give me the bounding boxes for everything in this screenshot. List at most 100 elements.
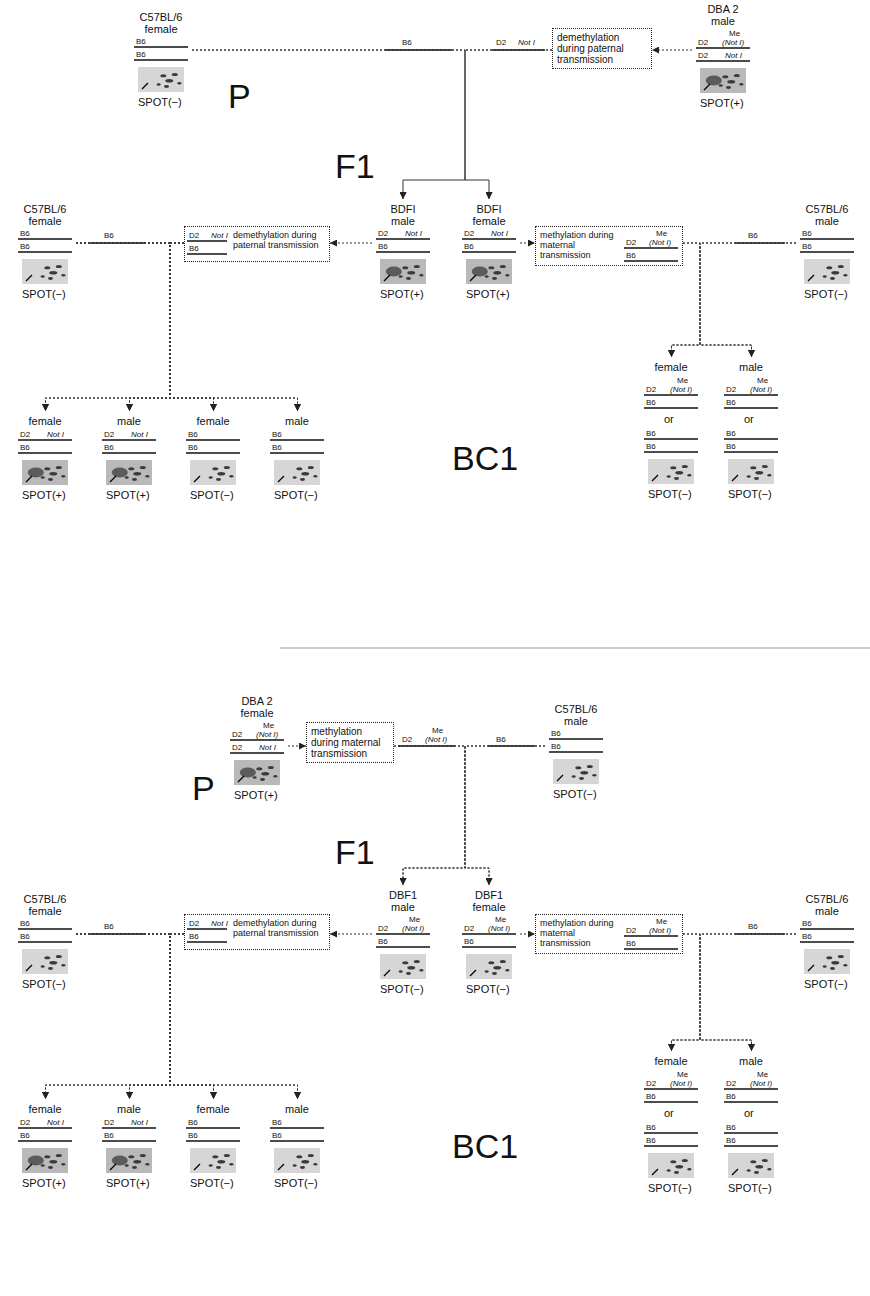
chromosome-line: [186, 439, 240, 441]
gel-spot: [831, 271, 839, 275]
allele-label: B6: [20, 932, 30, 941]
chromosome-line: [18, 452, 72, 454]
spot-result: SPOT(+): [234, 789, 278, 802]
specimen-label: C57BL/6 female: [20, 203, 70, 227]
transmission-arrow: [76, 243, 170, 411]
allele-label: B6: [802, 919, 812, 928]
chromosome-line: [800, 251, 854, 253]
spot-result: SPOT(−): [804, 978, 848, 991]
spot-result: SPOT(−): [22, 978, 66, 991]
gel-image: [22, 460, 68, 485]
allele-label: B6: [464, 242, 474, 251]
gel-spot: [399, 275, 403, 277]
allele-label: B6: [272, 430, 282, 439]
spot-pointer: [278, 1164, 284, 1170]
gel-spot: [296, 467, 302, 470]
process-box: D2Not IB6demethylation during paternal t…: [184, 226, 330, 262]
allele-label: D2: [378, 229, 388, 238]
spot-pointer: [110, 1164, 116, 1170]
allele-label: B6: [189, 932, 199, 941]
gel-spot: [826, 956, 832, 959]
gel-spot: [493, 966, 501, 970]
allele-label: B6: [20, 443, 30, 452]
allele-label: B6: [20, 229, 30, 238]
gel-spot: [44, 266, 50, 269]
gel-image: [466, 259, 512, 284]
gel-spot: [402, 961, 408, 964]
spot-result: SPOT(−): [466, 983, 510, 996]
spot-result: SPOT(+): [380, 288, 424, 301]
transmission-arrow: [672, 243, 797, 357]
gel-spot: [293, 1164, 297, 1166]
gel-spot: [399, 970, 403, 972]
gel-spot: [674, 1171, 679, 1174]
generation-label: P: [228, 78, 251, 114]
gel-spot: [112, 468, 128, 478]
gel-spot: [670, 466, 676, 469]
transmission-arrow: [394, 746, 465, 885]
chromosome-line: [18, 928, 72, 930]
specimen-group: maleB6B6SPOT(−): [266, 412, 329, 503]
process-box: methylation during maternal transmission: [306, 722, 394, 763]
gel-spot: [229, 1163, 233, 1166]
gel-spot: [734, 74, 740, 77]
spot-result: SPOT(−): [274, 489, 318, 502]
allele-label: (Not I): [488, 924, 510, 933]
gel-spot: [826, 266, 832, 269]
gel-spot: [492, 972, 497, 975]
allele-label: D2: [232, 730, 242, 739]
transmission-arrow: [700, 934, 796, 1051]
gel-spot: [838, 955, 844, 958]
gel-spot: [172, 73, 178, 76]
spot-result: SPOT(−): [728, 1182, 772, 1195]
gel-spot: [419, 274, 423, 277]
gel-spot: [125, 476, 129, 478]
allele-label: (Not I): [425, 735, 447, 744]
spot-pointer: [278, 476, 284, 482]
generation-label: BC1: [452, 440, 518, 476]
allele-label: B6: [402, 38, 412, 47]
gel-spot: [575, 766, 581, 769]
gel-image: [648, 1153, 694, 1178]
allele-label: Not I: [131, 430, 148, 439]
spot-pointer: [470, 970, 476, 976]
spot-pointer: [557, 775, 563, 781]
specimen-group: BDFI femaleD2Not IB6SPOT(+): [458, 200, 520, 302]
gel-spot: [313, 475, 317, 478]
specimen-label: DBF1 male: [385, 889, 421, 913]
gel-spot: [301, 472, 309, 476]
gel-spot: [488, 961, 494, 964]
allele-label: D2: [626, 238, 636, 247]
allele-label: B6: [188, 1131, 198, 1140]
gel-spot: [125, 1164, 129, 1166]
gel-spot: [44, 1155, 50, 1158]
gel-spot: [56, 955, 62, 958]
gel-spot: [48, 967, 53, 970]
allele-label: B6: [726, 398, 736, 407]
specimen-label: female: [640, 361, 702, 373]
transmission-arrow: [520, 934, 535, 935]
gel-spot: [493, 271, 501, 275]
transmission-arrow: [170, 243, 298, 411]
allele-label: B6: [104, 922, 114, 931]
process-text: demethylation during paternal transmissi…: [233, 230, 325, 250]
gel-spot: [719, 84, 723, 86]
transmission-arrow: [465, 746, 545, 885]
chromosome-line: [644, 1088, 698, 1090]
gel-spot: [212, 1155, 218, 1158]
gel-image: [700, 68, 746, 93]
specimen-label: C57BL/6 female: [20, 893, 70, 917]
gel-spot: [301, 1160, 309, 1164]
allele-label: D2: [189, 919, 199, 928]
spot-pointer: [704, 84, 710, 90]
allele-label: B6: [748, 922, 758, 931]
chromosome-line: [18, 238, 72, 240]
gel-image: [380, 954, 426, 979]
gel-spot: [56, 1154, 62, 1157]
gel-spot: [674, 477, 679, 480]
gel-spot: [747, 1169, 751, 1171]
allele-label: D2: [496, 38, 506, 47]
gel-spot: [406, 972, 411, 975]
gel-image: [106, 1148, 152, 1173]
specimen-group: C57BL/6 femaleB6B6SPOT(−): [130, 8, 192, 110]
